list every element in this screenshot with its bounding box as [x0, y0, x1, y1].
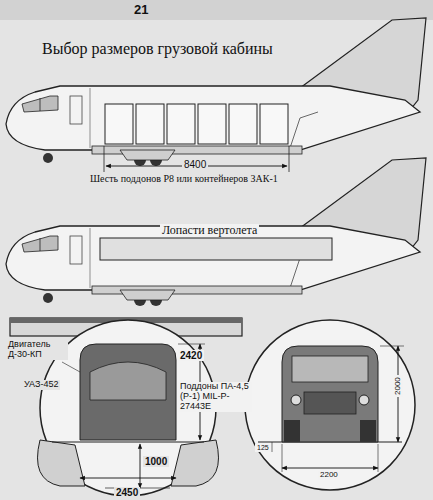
dimension: 125: [255, 444, 271, 452]
dimension: 8400: [182, 159, 208, 170]
vehicle-label: УАЗ-452: [22, 380, 60, 390]
cargo-note: Шесть поддонов P8 или контейнеров ЗАК-1: [88, 173, 280, 184]
pallet-label: Поддоны ПА-4,5 (Р-1) MIL-P-27443E: [178, 382, 252, 412]
dimension: 2420: [178, 350, 204, 361]
engine-label: Двигатель Д-30-КП: [6, 340, 68, 360]
cargo-label: Лопасти вертолета: [160, 224, 259, 237]
dimension: 2000: [394, 375, 403, 397]
page-number: 21: [134, 3, 148, 17]
dimension: 2450: [114, 487, 140, 498]
dimension: 1000: [143, 456, 169, 467]
page-title: Выбор размеров грузовой кабины: [42, 40, 273, 58]
dimension: 2200: [318, 471, 340, 480]
